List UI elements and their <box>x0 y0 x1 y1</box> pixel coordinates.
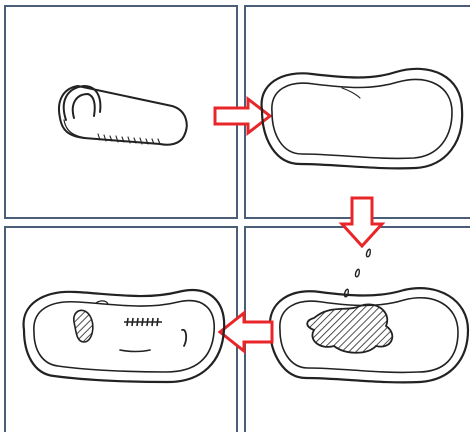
side-mark-icon <box>182 330 186 346</box>
arrow-icon <box>342 198 382 246</box>
toe-imprint-icon <box>124 318 162 326</box>
stain-hatch-icon <box>307 304 392 352</box>
sole-outline-icon <box>262 69 463 169</box>
panel-2-frame <box>245 6 470 218</box>
panel-1-frame <box>5 6 237 218</box>
droplet-icon <box>344 249 370 297</box>
worn-sole-icon <box>24 290 225 382</box>
panel-3-frame <box>5 227 237 432</box>
heel-imprint-icon <box>74 310 93 342</box>
slipper-icon <box>59 86 187 145</box>
